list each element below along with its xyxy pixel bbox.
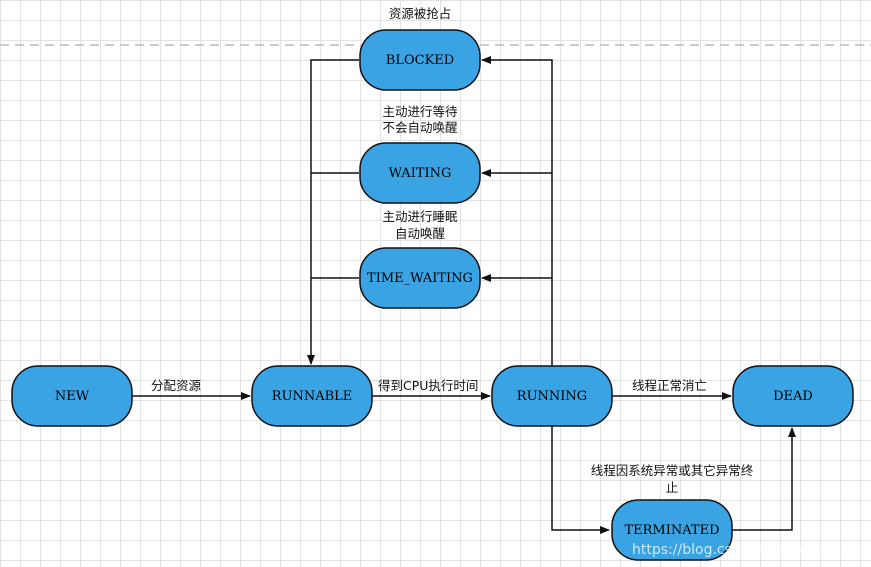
node-waiting[interactable] (359, 142, 481, 204)
node-time-waiting-label: TIME_WAITING (367, 271, 473, 286)
edge-running-terminated (551, 426, 610, 534)
node-terminated[interactable] (611, 499, 733, 561)
edge-label-allocate: 分配资源 (151, 378, 202, 393)
node-new-label: NEW (55, 389, 90, 404)
node-time-waiting[interactable] (359, 247, 481, 309)
node-dead-label: DEAD (773, 389, 813, 404)
node-blocked[interactable] (359, 29, 481, 91)
label-waiting-1: 主动进行等待 (382, 104, 458, 119)
node-blocked-label: BLOCKED (386, 53, 454, 68)
node-waiting-label: WAITING (389, 166, 452, 181)
edge-label-normal-death: 线程正常消亡 (632, 378, 707, 393)
label-time-waiting-2: 自动唤醒 (395, 226, 446, 241)
edge-label-get-cpu: 得到CPU执行时间 (378, 378, 478, 393)
label-time-waiting-1: 主动进行睡眠 (382, 209, 458, 224)
node-runnable[interactable] (251, 365, 373, 427)
label-waiting-2: 不会自动唤醒 (382, 120, 458, 135)
edge-blocked-runnable (307, 59, 359, 365)
label-terminated-1: 线程因系统异常或其它异常终 (591, 463, 754, 478)
edge-running-blocked (481, 56, 553, 366)
node-running-label: RUNNING (517, 389, 587, 404)
watermark-text: https://blog.csdn.net/hackersuye (632, 542, 862, 558)
label-blocked: 资源被抢占 (389, 6, 452, 21)
node-terminated-label: TERMINATED (624, 523, 719, 538)
node-new[interactable] (11, 365, 133, 427)
edge-terminated-dead (732, 427, 796, 531)
node-runnable-label: RUNNABLE (272, 389, 353, 404)
node-dead[interactable] (732, 365, 854, 427)
node-running[interactable] (491, 365, 613, 427)
label-terminated-2: 止 (666, 480, 679, 495)
